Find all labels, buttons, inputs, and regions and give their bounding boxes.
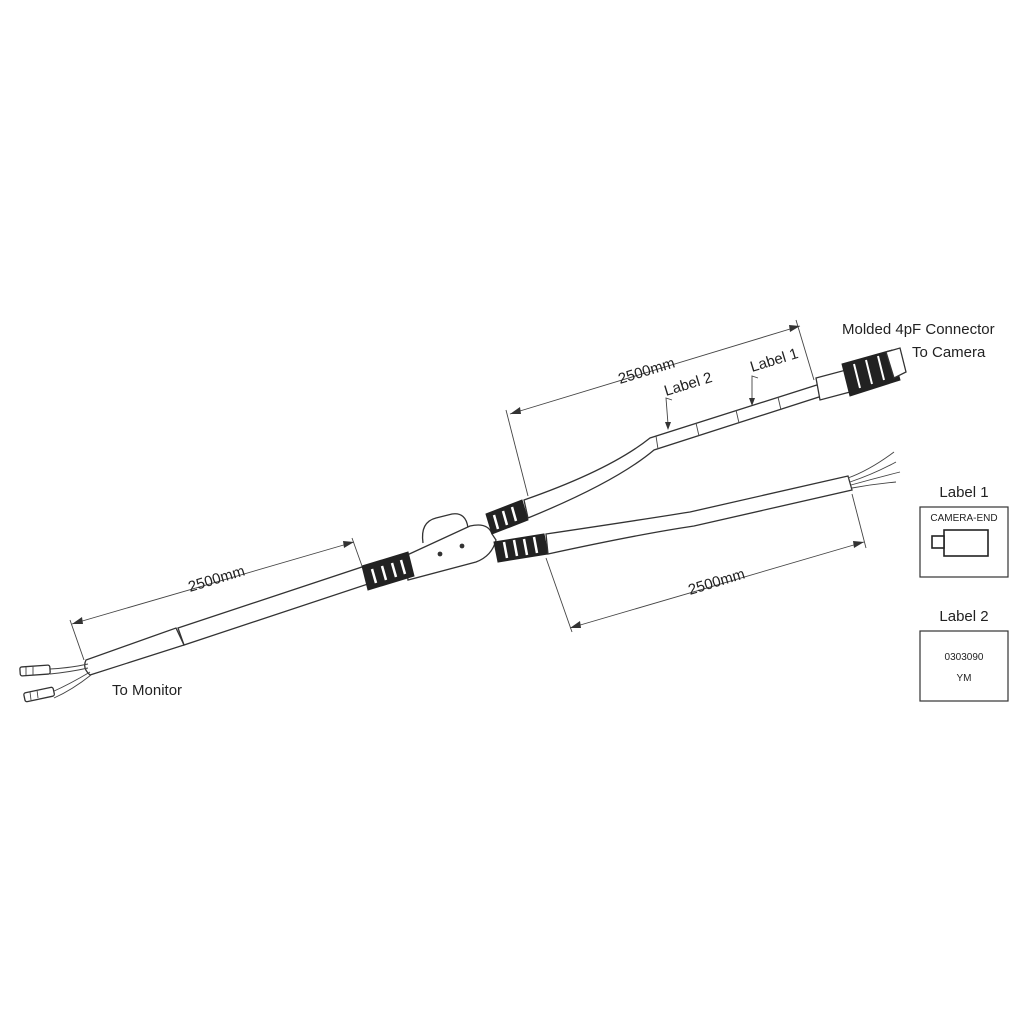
camera-cable	[523, 347, 907, 519]
label1-pointer-text: Label 1	[748, 345, 800, 376]
connector-callout-line1: Molded 4pF Connector	[842, 321, 995, 338]
label2-pointer-text: Label 2	[662, 369, 714, 400]
y-splitter	[361, 499, 549, 591]
connector-callout-line2: To Camera	[912, 344, 986, 361]
label1-card-title: Label 1	[939, 484, 988, 501]
camera-icon	[931, 529, 989, 557]
upper-strain-relief	[485, 499, 529, 535]
to-monitor-callout: To Monitor	[112, 682, 182, 699]
label1-card: Label 1 CAMERA-END	[919, 484, 1009, 578]
label2-card: Label 2 0303090 YM	[919, 608, 1009, 702]
dimension-monitor-leg-text: 2500mm	[186, 563, 247, 596]
label2-card-title: Label 2	[939, 608, 988, 625]
lower-cable	[545, 451, 901, 555]
monitor-cable	[19, 565, 372, 703]
monitor-terminal-2	[23, 686, 55, 703]
lower-strain-relief	[493, 533, 549, 563]
dimension-lower-leg-text: 2500mm	[686, 566, 747, 599]
left-strain-relief	[361, 551, 415, 591]
molded-4pf-connector	[815, 347, 907, 401]
label2-card-line1: 0303090	[945, 652, 984, 663]
label1-card-text: CAMERA-END	[930, 513, 997, 524]
label2-card-line2: YM	[957, 673, 972, 684]
monitor-terminal-1	[19, 664, 51, 677]
